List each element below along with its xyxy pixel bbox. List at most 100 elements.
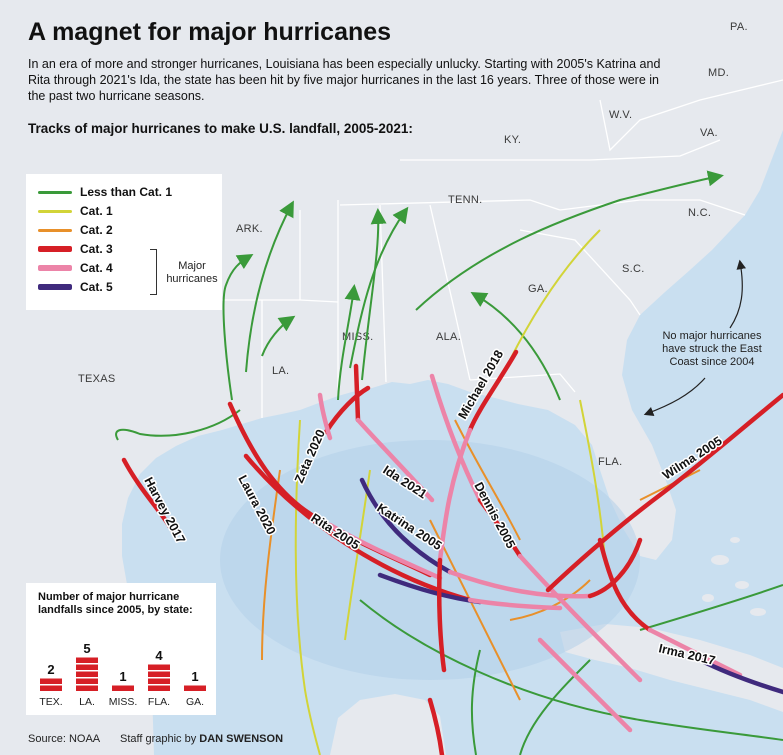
zeta-track-low xyxy=(317,392,333,441)
dennis-track-south xyxy=(517,553,643,683)
legend-label: Cat. 2 xyxy=(80,223,113,237)
state-label: ALA. xyxy=(436,331,461,343)
headline: A magnet for major hurricanes xyxy=(28,18,392,46)
minor-tracks xyxy=(261,229,701,755)
landfall-value-label: 1 xyxy=(119,669,126,684)
cuba-island xyxy=(560,624,783,712)
landfall-block xyxy=(76,671,98,677)
landfall-block xyxy=(76,678,98,684)
major-tracks xyxy=(121,349,783,755)
legend-item: Cat. 3 xyxy=(38,241,113,257)
intro-text: In an era of more and stronger hurricane… xyxy=(28,57,661,103)
staff-credit-name: DAN SWENSON xyxy=(199,733,284,745)
landfall-state-label: GA. xyxy=(186,696,204,708)
state-label: VA. xyxy=(700,127,718,139)
landfall-block xyxy=(148,685,170,691)
zeta-track xyxy=(323,385,371,435)
katrina-remnant-track xyxy=(337,284,361,401)
landfall-block xyxy=(40,685,62,691)
wilma-origin-track xyxy=(519,659,591,755)
landfall-bar xyxy=(76,657,98,691)
katrina-track-strong xyxy=(447,569,593,599)
legend-item: Cat. 5 xyxy=(38,279,113,295)
state-label: FLA. xyxy=(598,456,622,468)
wilma-track xyxy=(545,392,783,593)
gulf-origin-track xyxy=(470,649,481,755)
landfall-block xyxy=(76,657,98,663)
legend-label: Cat. 3 xyxy=(80,242,113,256)
legend-item: Cat. 2 xyxy=(38,222,113,238)
legend-swatch xyxy=(38,284,72,290)
state-label: MISS. xyxy=(342,331,373,343)
source-label: Source: NOAA xyxy=(28,733,101,745)
michael-remnant-track xyxy=(415,170,724,311)
landfall-block xyxy=(76,664,98,670)
annotation-arrow-up xyxy=(729,259,746,329)
legend-label: Cat. 5 xyxy=(80,280,113,294)
landfall-block xyxy=(148,664,170,670)
irma-track-strong xyxy=(647,627,743,678)
landfall-bar xyxy=(40,678,62,691)
legend-swatch xyxy=(38,246,72,252)
rita-track-tail xyxy=(467,597,563,611)
map-subhead: Tracks of major hurricanes to make U.S. … xyxy=(28,121,413,136)
major-bracket xyxy=(150,249,157,295)
legend-swatch xyxy=(38,228,72,232)
laura-remnant-track xyxy=(222,253,254,401)
irma-track xyxy=(597,537,653,633)
michael-track-origin xyxy=(436,557,447,673)
yucatan-peninsula xyxy=(330,694,446,755)
landfall-bar xyxy=(148,664,170,691)
michael-track-peak xyxy=(437,427,473,563)
state-label: PA. xyxy=(730,21,748,33)
landfall-block xyxy=(40,678,62,684)
gulf-crossing-track xyxy=(537,637,633,733)
dennis-track xyxy=(429,373,483,503)
staff-credit-prefix: Staff graphic by xyxy=(120,733,197,745)
state-label: ARK. xyxy=(236,223,263,235)
ida-track-peak xyxy=(355,417,435,503)
landfall-bar xyxy=(184,685,206,691)
cat1-track xyxy=(294,419,321,755)
state-label: W.V. xyxy=(609,109,632,121)
cat1-track xyxy=(509,229,601,361)
landfall-state-label: TEX. xyxy=(39,696,62,708)
legend-label: Cat. 4 xyxy=(80,261,113,275)
state-label: TENN. xyxy=(448,194,483,206)
zeta-remnant-track xyxy=(361,208,387,381)
irma-track-peak xyxy=(697,657,783,695)
landfall-state-label: FLA. xyxy=(148,696,170,708)
major-hurricanes-note: Major hurricanes xyxy=(166,260,218,285)
legend-label: Less than Cat. 1 xyxy=(80,185,173,199)
landfall-block xyxy=(184,685,206,691)
harvey-track xyxy=(121,457,175,533)
dennis-track-strong xyxy=(477,497,523,559)
ida-remnant-track xyxy=(349,206,409,369)
state-label: GA. xyxy=(528,283,548,295)
state-label: TEXAS xyxy=(78,373,116,385)
laura-inland-track xyxy=(245,200,294,373)
landfall-value-label: 2 xyxy=(47,662,54,677)
legend-item: Cat. 4 xyxy=(38,260,113,276)
landfall-value-label: 5 xyxy=(83,641,90,656)
landfall-bar xyxy=(112,685,134,691)
michael-track xyxy=(467,349,519,433)
cuba-track xyxy=(359,599,783,741)
legend-item: Less than Cat. 1 xyxy=(38,184,172,200)
annotation-arrow-down xyxy=(643,377,706,416)
landfall-value-label: 1 xyxy=(191,669,198,684)
landfall-panel: Number of major hurricane landfalls sinc… xyxy=(26,583,216,715)
landfall-state-label: MISS. xyxy=(109,696,138,708)
irma-origin-track xyxy=(639,584,783,631)
landfall-block xyxy=(148,671,170,677)
landfall-state-label: LA. xyxy=(79,696,95,708)
staff-credit: Staff graphic by DAN SWENSON xyxy=(120,733,283,745)
legend-swatch xyxy=(38,190,72,194)
gulf-crossing-track xyxy=(427,697,445,755)
katrina-track-origin xyxy=(587,537,643,599)
state-label: N.C. xyxy=(688,207,711,219)
landfall-block xyxy=(112,685,134,691)
cat2-track xyxy=(261,469,281,661)
legend-item: Cat. 1 xyxy=(38,203,113,219)
